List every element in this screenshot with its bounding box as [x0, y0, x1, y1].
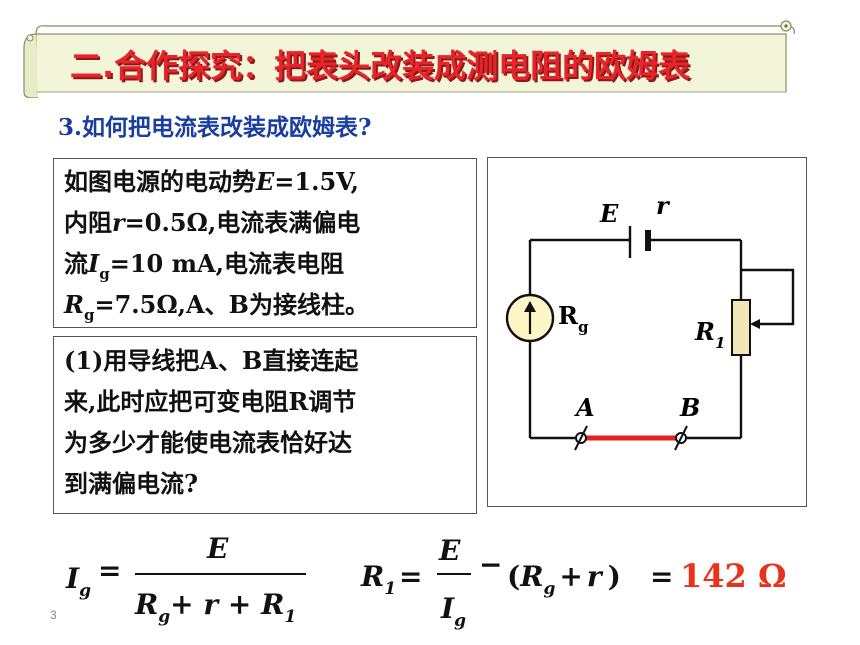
resistor-r1: [731, 299, 751, 356]
formula-ig: Ig = E Rg+ r + R1: [65, 532, 306, 627]
given-data-box: 如图电源的电动势E=1.5V, 内阻r=0.5Ω,电流表满偏电 流Ig=10 m…: [53, 158, 477, 328]
page-number: 3: [50, 608, 57, 622]
slider-wire: [741, 268, 795, 326]
question-line-1: (1)用导线把A、B直接连起: [64, 346, 359, 375]
svg-text:Rg+ r + R1: Rg+ r + R1: [134, 588, 296, 627]
svg-text:=: =: [650, 560, 673, 593]
svg-text:=: =: [98, 554, 121, 587]
section-heading: 3.如何把电流表改装成欧姆表?: [58, 114, 372, 141]
svg-text:=: =: [399, 560, 422, 593]
given-line-3: 流Ig=10 mA,电流表电阻: [64, 249, 344, 283]
svg-text:E: E: [206, 532, 229, 565]
battery-r-label: r: [656, 191, 671, 220]
result-value: 142 Ω: [680, 557, 787, 595]
given-line-4: Rg=7.5Ω,A、B为接线柱。: [64, 290, 369, 324]
question-box: (1)用导线把A、B直接连起 来,此时应把可变电阻R调节 为多少才能使电流表恰好…: [53, 336, 477, 514]
galvanometer-label: Rg: [558, 301, 589, 336]
svg-text:−: −: [479, 548, 502, 581]
question-line-3: 为多少才能使电流表恰好达: [64, 428, 352, 457]
banner-title: 二.合作探究：把表头改装成测电阻的欧姆表: [70, 47, 691, 85]
formula-r1: R1 = E Ig − (Rg+r) =: [360, 534, 673, 631]
svg-text:Ig: Ig: [440, 592, 466, 631]
question-line-2: 来,此时应把可变电阻R调节: [64, 387, 357, 416]
svg-text:(Rg+r): (Rg+r): [507, 560, 621, 599]
question-line-4: 到满偏电流?: [64, 469, 199, 498]
terminal-a-label: A: [574, 393, 595, 422]
svg-text:E: E: [438, 534, 461, 567]
terminal-b-label: B: [679, 393, 700, 422]
svg-text:Ig: Ig: [65, 562, 91, 601]
title-scroll-banner: [23, 20, 795, 98]
battery-emf-label: E: [599, 199, 619, 228]
circuit-diagram-box: E r Rg R1 A B: [487, 157, 807, 507]
given-line-1: 如图电源的电动势E=1.5V,: [64, 167, 359, 196]
given-line-2: 内阻r=0.5Ω,电流表满偏电: [64, 208, 361, 237]
slider-arrow: [750, 319, 760, 329]
svg-text:R1: R1: [360, 560, 396, 599]
circuit-diagram: E r Rg R1 A B: [505, 191, 795, 451]
resistor-label: R1: [694, 317, 725, 352]
